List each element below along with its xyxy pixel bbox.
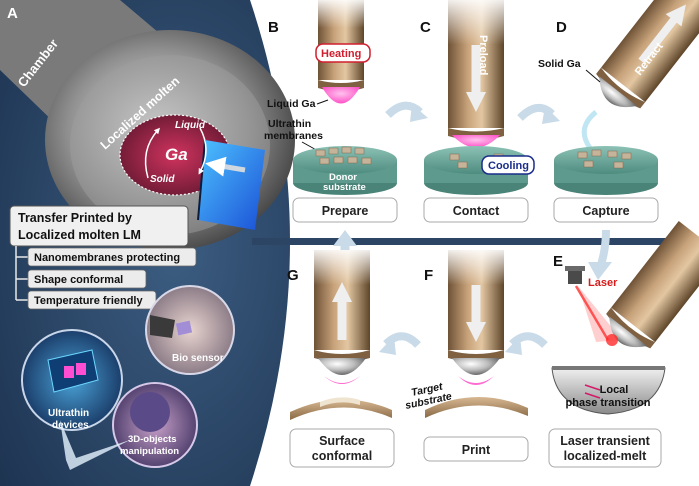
ultrathin-devices-line-1: Ultrathin (48, 408, 89, 419)
panel-d: D Retract Solid Ga Capture (538, 0, 699, 223)
caption-box-c (423, 197, 529, 223)
feature-box-1 (27, 247, 197, 267)
feature-shape: Shape conformal (34, 274, 123, 286)
caption-e-line-2: localized-melt (564, 449, 647, 463)
feature-temperature: Temperature friendly (34, 295, 143, 307)
panel-letter-f: F (424, 267, 433, 284)
caption-print: Print (462, 443, 491, 457)
local-line-1: Local (600, 384, 629, 396)
caption-prepare: Prepare (322, 204, 369, 218)
transfer-arrow (205, 156, 246, 177)
flexible-film (198, 140, 265, 230)
panel-b: B Heating Liquid Ga Ultrathin membranes … (264, 0, 398, 223)
heating-label: Heating (321, 48, 361, 60)
panel-letter-c: C (420, 19, 431, 36)
caption-contact: Contact (453, 204, 500, 218)
conformal-substrate (290, 399, 392, 420)
caption-box-b (292, 197, 398, 223)
lift-arrow (332, 282, 352, 302)
print-arrow (466, 322, 486, 342)
gallium-contact (452, 135, 500, 148)
caption-box-d (553, 197, 659, 223)
phase-cycle-arrow (198, 127, 207, 175)
panel-letter-a: A (7, 5, 18, 22)
flow-arrow-fg (383, 332, 421, 348)
feature-box-3 (27, 290, 157, 310)
gallium-g (318, 358, 366, 375)
title-line-1: Transfer Printed by (18, 211, 132, 225)
objects-3d-bubble: 3D-objects manipulation (112, 382, 198, 468)
caption-box-f (423, 436, 529, 462)
heating-badge (315, 43, 371, 63)
solid-gallium (599, 76, 638, 108)
liquid-label: Liquid (175, 120, 206, 131)
caption-capture: Capture (582, 204, 629, 218)
panel-letter-e: E (553, 253, 563, 270)
retract-arrow (665, 4, 686, 27)
donor-line-2: substrate (323, 182, 366, 193)
liquid-gallium-drop (322, 87, 360, 104)
bio-sensor-bubble: Bio sensor (145, 285, 235, 375)
ultrathin-devices-line-2: devices (52, 420, 89, 431)
capture-arrow (581, 110, 598, 150)
membranes-line-2: membranes (264, 130, 323, 142)
feature-nanomembranes: Nanomembranes protecting (34, 252, 180, 264)
panel-a: Chamber Localized molten Liquid Ga Solid… (0, 0, 295, 486)
cooling-label: Cooling (488, 160, 529, 172)
title-line-2: Localized molten LM (18, 228, 141, 242)
membranes-line-1: Ultrathin (268, 118, 311, 130)
caption-e-line-1: Laser transient (560, 434, 650, 448)
panel-f: F Target substrate Print (404, 250, 529, 462)
feature-tree (15, 246, 28, 301)
rod-e (611, 220, 699, 343)
caption-box-g (289, 428, 395, 468)
panel-letter-b: B (268, 19, 279, 36)
cooling-badge (481, 155, 535, 175)
preload-label: Preload (477, 35, 489, 75)
laser-label: Laser (588, 277, 618, 289)
laser-source (568, 268, 582, 284)
solid-label: Solid (150, 174, 175, 185)
caption-g-line-2: conformal (312, 449, 372, 463)
preload-arrow (466, 92, 486, 112)
panel-c: C Preload Cooling Contact (420, 0, 535, 223)
objects-3d-line-2: manipulation (120, 446, 179, 457)
phase-cycle-arrow-back (144, 127, 161, 179)
laser-beam (574, 285, 610, 341)
bio-sensor-label: Bio sensor (172, 353, 224, 364)
panel-letter-g: G (287, 267, 299, 284)
gallium-f (452, 358, 500, 375)
feature-box-2 (27, 269, 147, 289)
panel-e: E Laser Local phase transition Laser tra… (548, 220, 699, 468)
melt-spot (606, 334, 618, 346)
ultrathin-devices-bubble: Ultrathin devices (21, 329, 123, 431)
caption-g-line-1: Surface (319, 434, 365, 448)
liquid-ga-label: Liquid Ga (267, 98, 316, 110)
panel-g: G Surface conformal (287, 250, 395, 468)
title-box (9, 205, 189, 247)
local-line-2: phase transition (566, 397, 651, 409)
objects-3d-line-1: 3D-objects (128, 434, 177, 445)
panel-letter-d: D (556, 19, 567, 36)
ga-label: Ga (165, 145, 188, 164)
row-divider (252, 238, 699, 245)
target-substrate (425, 396, 528, 418)
donor-line-1: Donor (329, 172, 357, 183)
light-burst (60, 420, 130, 470)
solid-ga-label: Solid Ga (538, 58, 581, 70)
phase-transition-inset (551, 367, 666, 415)
substrate-d (554, 146, 658, 174)
caption-box-e (548, 428, 662, 468)
